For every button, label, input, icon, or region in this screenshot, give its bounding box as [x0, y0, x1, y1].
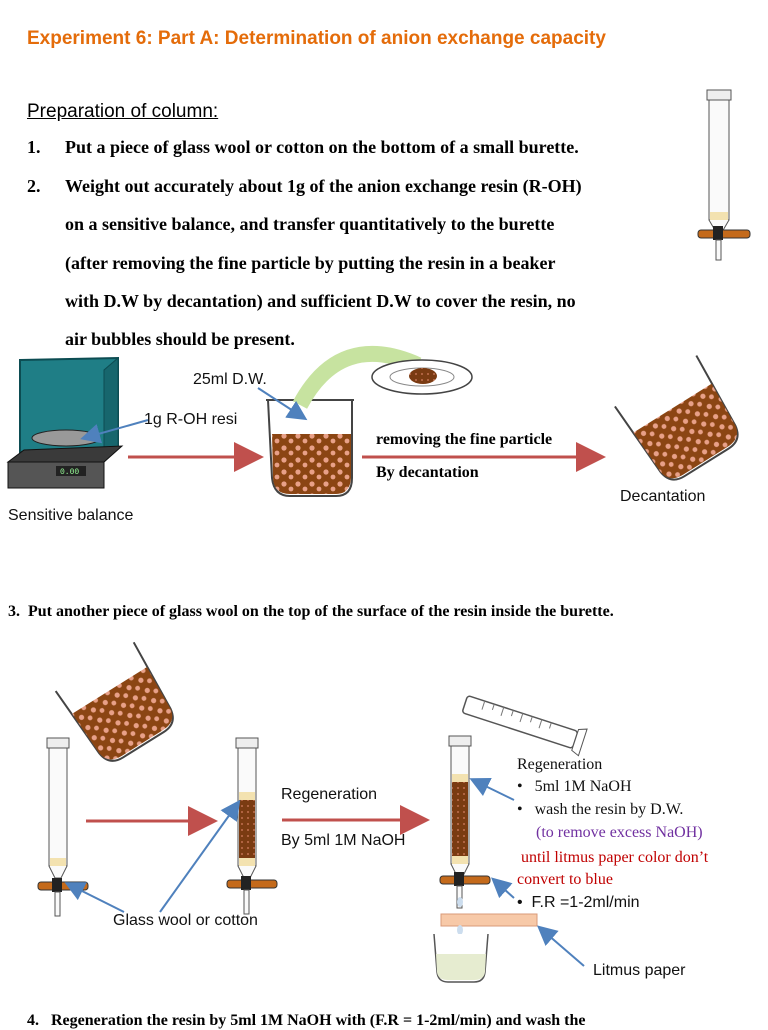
resin-label: 1g R-OH resi [144, 411, 238, 428]
pointer-arrow [469, 778, 515, 801]
decantation-label: Decantation [620, 488, 706, 505]
step-text: (after removing the fine particle by put… [65, 253, 556, 273]
bullet-wash: • wash the resin by D.W. [517, 801, 684, 818]
naoh-label: By 5ml 1M NaOH [281, 832, 406, 849]
section-heading: Preparation of column: [27, 101, 219, 122]
balance-display: 0.00 [60, 468, 79, 477]
step-number: 3. [8, 603, 20, 620]
regeneration-label: Regeneration [281, 786, 378, 803]
litmus-label: Litmus paper [593, 962, 686, 979]
burette-resin-icon [226, 737, 278, 915]
step-text: with D.W by decantation) and sufficient … [65, 291, 576, 311]
step-text: Regeneration the resin by 5ml 1M NaOH wi… [51, 1012, 586, 1029]
burette-icon [697, 89, 751, 261]
dw-label: 25ml D.W. [193, 371, 267, 388]
glass-wool-label: Glass wool or cotton [113, 912, 258, 929]
pointer-arrow [64, 882, 125, 913]
bullet-flow-rate: • F.R =1-2ml/min [517, 894, 640, 911]
page-title: Experiment 6: Part A: Determination of a… [27, 28, 606, 49]
pointer-arrow [80, 419, 149, 444]
drop-icon [457, 897, 463, 907]
decanting-beaker-icon [614, 355, 739, 481]
arrow-label-decantation: By decantation [376, 464, 479, 481]
step-text: air bubbles should be present. [65, 329, 295, 349]
step-number: 1. [27, 137, 41, 157]
arrow-label-removing: removing the fine particle [376, 431, 553, 448]
balance-label: Sensitive balance [8, 507, 134, 524]
note-excess-naoh: (to remove excess NaOH) [536, 824, 703, 841]
step-text: on a sensitive balance, and transfer qua… [65, 214, 555, 234]
pouring-beaker-icon [54, 641, 174, 762]
collection-beaker-icon [433, 933, 489, 983]
note-litmus-2: convert to blue [517, 871, 613, 888]
litmus-paper [440, 913, 538, 927]
beaker-icon [266, 399, 354, 497]
bullet-naoh: • 5ml 1M NaOH [517, 778, 632, 795]
step-number: 4. [27, 1012, 39, 1029]
note-litmus-1: until litmus paper color don’t [521, 849, 709, 866]
pour-arrow [292, 345, 422, 409]
step-text: Weight out accurately about 1g of the an… [65, 176, 582, 196]
step-text: Put another piece of glass wool on the t… [28, 603, 614, 620]
pointer-arrow [491, 877, 515, 899]
pointer-arrow [536, 925, 585, 967]
drop-icon [457, 925, 463, 935]
pointer-arrow [257, 387, 308, 421]
step-4: 4. Regeneration the resin by 5ml 1M NaOH… [27, 1012, 585, 1030]
step-text: Put a piece of glass wool or cotton on t… [65, 137, 579, 157]
watch-glass-icon [371, 359, 473, 395]
step-number: 2. [27, 176, 41, 196]
graduated-cylinder-icon [462, 695, 588, 757]
step-3: 3. Put another piece of glass wool on th… [8, 603, 614, 621]
pointer-arrow [159, 799, 241, 913]
burette-regeneration-icon [439, 735, 491, 909]
regeneration-box-title: Regeneration [517, 756, 603, 773]
burette-empty-icon [37, 737, 89, 917]
